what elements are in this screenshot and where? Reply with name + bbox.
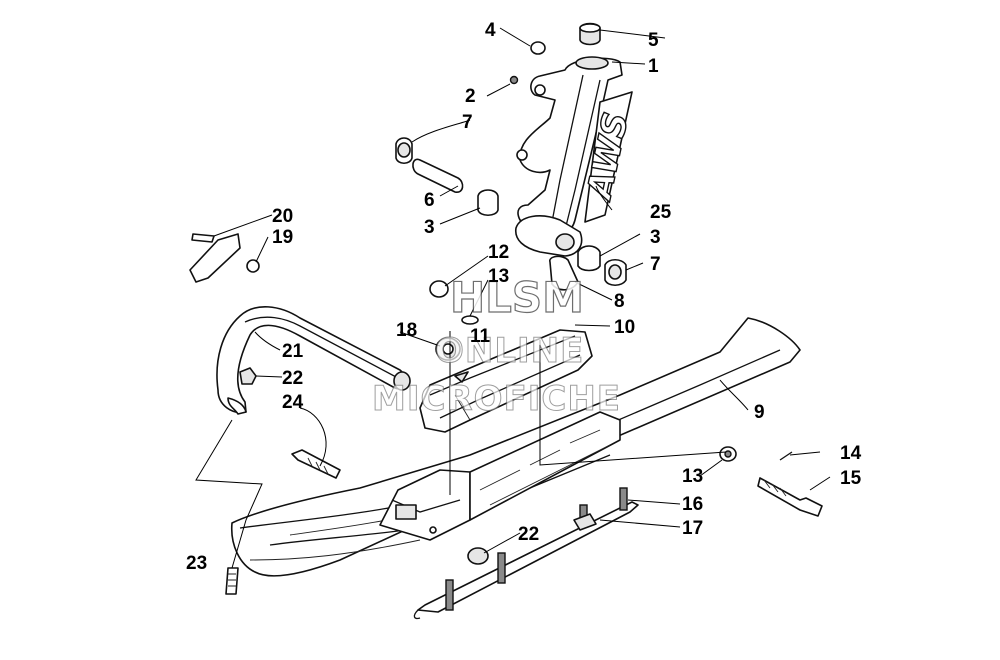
callout-12: 12 <box>488 242 509 263</box>
callout-2: 2 <box>465 86 476 107</box>
spindle: AWS <box>515 56 637 257</box>
ski-loop-handle <box>216 305 411 415</box>
callout-24: 24 <box>282 392 304 413</box>
callout-25: 25 <box>650 202 672 223</box>
callout-5: 5 <box>648 30 659 51</box>
watermark: HLSM ONLINE MICROFICHE <box>372 272 621 419</box>
hardware <box>189 22 823 595</box>
callout-14: 14 <box>840 443 862 464</box>
callout-17: 17 <box>682 518 703 539</box>
callout-1: 1 <box>648 56 659 77</box>
callout-7-right: 7 <box>650 254 661 275</box>
watermark-line2: ONLINE <box>435 331 584 371</box>
callout-22-lower: 22 <box>518 524 539 545</box>
callout-4: 4 <box>485 20 496 41</box>
watermark-line3: MICROFICHE <box>372 379 621 419</box>
callout-21: 21 <box>282 341 304 362</box>
callout-20: 20 <box>272 206 293 227</box>
callout-19: 19 <box>272 227 293 248</box>
callout-11: 11 <box>470 326 491 347</box>
callout-9: 9 <box>754 402 765 423</box>
callout-8: 8 <box>614 291 625 312</box>
ski-body <box>230 317 801 577</box>
callout-7-upper: 7 <box>462 112 473 133</box>
callout-6: 6 <box>424 190 435 211</box>
callout-18: 18 <box>396 320 417 341</box>
callout-22-upper: 22 <box>282 368 303 389</box>
callout-3-right: 3 <box>650 227 661 248</box>
callout-13-lower: 13 <box>682 466 703 487</box>
callout-15: 15 <box>840 468 862 489</box>
callout-23: 23 <box>186 553 207 574</box>
wear-bar <box>413 487 639 620</box>
callout-labels: 4 5 1 2 7 6 3 25 3 7 12 13 8 10 11 18 20… <box>186 20 862 574</box>
callout-10: 10 <box>614 317 635 338</box>
leader-lines <box>195 27 831 569</box>
watermark-line1: HLSM <box>450 273 584 322</box>
callout-3-left: 3 <box>424 217 435 238</box>
callout-16: 16 <box>682 494 703 515</box>
callout-13-upper: 13 <box>488 266 509 287</box>
